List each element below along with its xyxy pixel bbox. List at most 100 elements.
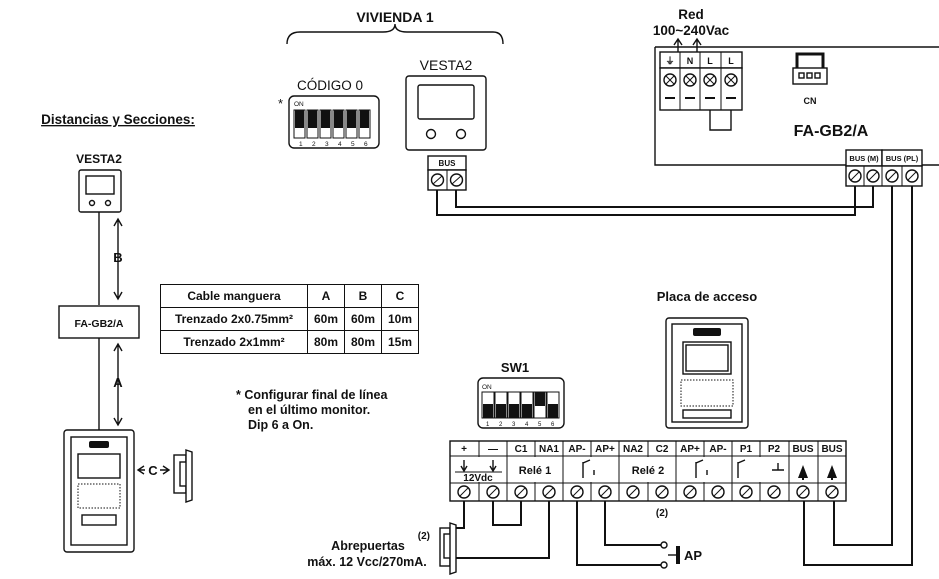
svg-text:P1: P1 [740, 444, 753, 455]
svg-text:⏚: ⏚ [665, 56, 674, 66]
ap-push-button [660, 541, 680, 569]
power-terminal-block: ⏚ N L L [659, 51, 743, 111]
side-vesta2-monitor [78, 169, 122, 213]
side-fa-gb2a-label: FA-GB2/A [74, 318, 123, 330]
fa-gb2a-bus-terminals: BUS (M) BUS (PL) [845, 149, 923, 187]
line-end-note: * Configurar final de línea en el último… [236, 388, 387, 433]
cn-connector: CN [792, 52, 828, 106]
svg-text:C1: C1 [515, 444, 528, 455]
cell-cable: Trenzado 2x1mm² [160, 330, 308, 354]
svg-text:—: — [488, 444, 498, 455]
cn-label: CN [804, 96, 817, 106]
svg-text:AP+: AP+ [680, 444, 700, 455]
svg-text:12Vdc: 12Vdc [463, 473, 493, 484]
svg-text:N: N [687, 56, 694, 66]
svg-text:BUS: BUS [792, 444, 813, 455]
table-row: Trenzado 2x1mm² 80m 80m 15m [160, 330, 419, 354]
sw1-label: SW1 [501, 360, 529, 375]
svg-text:1: 1 [299, 141, 303, 148]
cable-table-header: Cable manguera A B C [160, 284, 419, 308]
bus-wire-panel-2 [803, 186, 913, 566]
abrepuertas-label: Abrepuertas [331, 539, 405, 553]
side-door-lock [173, 449, 193, 503]
note-line-1: Configurar final de línea [244, 388, 388, 402]
wire-lock-plus [456, 501, 465, 529]
table-row: Trenzado 2x0.75mm² 60m 60m 10m [160, 307, 419, 331]
svg-text:BUS: BUS [439, 159, 457, 168]
svg-text:ON: ON [482, 384, 492, 391]
svg-text:C2: C2 [656, 444, 669, 455]
vesta2-label: VESTA2 [420, 57, 473, 73]
header-b: B [344, 284, 382, 308]
svg-text:2: 2 [499, 422, 503, 428]
wire-ap-plus [604, 501, 662, 546]
svg-text:NA2: NA2 [623, 444, 643, 455]
note-line-3: Dip 6 a On. [248, 418, 314, 432]
cable-table: Cable manguera A B C Trenzado 2x0.75mm² … [160, 284, 419, 354]
label-c: C [148, 463, 158, 478]
svg-text:5: 5 [538, 422, 542, 428]
arrow-a [113, 342, 123, 427]
svg-text:5: 5 [351, 141, 355, 148]
access-panel [665, 317, 749, 429]
wire-lock-na1 [456, 501, 550, 559]
vesta2-bus-terminal: BUS [427, 155, 467, 191]
placa-title: Placa de acceso [657, 289, 758, 304]
note-2-lock: (2) [418, 531, 430, 542]
terminal-strip: + — C1 NA1 AP- AP+ NA2 C2 AP+ AP- P1 P2 … [449, 440, 847, 502]
cell-c: 15m [381, 330, 419, 354]
svg-text:4: 4 [338, 141, 342, 148]
svg-text:BUS: BUS [821, 444, 842, 455]
svg-text:L: L [728, 56, 734, 66]
note-line-2: en el último monitor. [248, 403, 371, 417]
svg-text:+: + [461, 444, 467, 455]
svg-text:4: 4 [525, 422, 529, 428]
bus-wire-panel-1 [833, 186, 893, 546]
vivienda-brace [286, 23, 504, 45]
cell-c: 10m [381, 307, 419, 331]
svg-text:ON: ON [294, 101, 304, 108]
svg-text:NA1: NA1 [539, 444, 559, 455]
wire-ap-minus [576, 501, 662, 566]
svg-text:AP+: AP+ [595, 444, 615, 455]
wire-bridge-minus-c1 [492, 501, 522, 526]
svg-text:6: 6 [551, 422, 555, 428]
svg-text:AP-: AP- [568, 444, 585, 455]
side-door-panel [63, 429, 135, 553]
bus-wire-monitor-2 [455, 186, 874, 208]
distancias-title: Distancias y Secciones: [41, 112, 195, 127]
header-a: A [307, 284, 345, 308]
header-c: C [381, 284, 419, 308]
arrow-b [113, 217, 123, 301]
cell-b: 60m [344, 307, 382, 331]
vesta2-monitor [405, 75, 487, 151]
abrepuertas-lock [439, 522, 457, 575]
red-voltage: 100~240Vac [653, 23, 730, 38]
svg-text:3: 3 [325, 141, 329, 148]
codigo-label: CÓDIGO 0 [297, 78, 363, 93]
label-a: A [113, 375, 123, 390]
dip-switch-codigo: ON 1 2 3 4 5 6 [288, 95, 380, 149]
svg-text:AP-: AP- [709, 444, 726, 455]
fa-gb2a-box [654, 46, 939, 166]
power-bridge [709, 110, 732, 131]
vivienda-title: VIVIENDA 1 [356, 9, 433, 25]
note-star: * [236, 388, 241, 402]
side-vesta2-label: VESTA2 [76, 152, 122, 166]
red-label: Red [678, 7, 704, 22]
bus-wire-monitor-1 [436, 186, 856, 216]
svg-text:L: L [707, 56, 713, 66]
dip-star: * [278, 96, 283, 111]
cell-a: 80m [307, 330, 345, 354]
cell-b: 80m [344, 330, 382, 354]
label-b: B [113, 250, 122, 265]
cell-a: 60m [307, 307, 345, 331]
ap-label: AP [684, 548, 702, 563]
svg-text:3: 3 [512, 422, 516, 428]
svg-text:2: 2 [312, 141, 316, 148]
note-2-relay: (2) [656, 508, 668, 519]
svg-text:BUS (PL): BUS (PL) [886, 154, 919, 163]
dip-switch-sw1: ON 1 2 3 4 5 6 [477, 377, 565, 429]
abrepuertas-spec: máx. 12 Vcc/270mA. [307, 555, 427, 569]
